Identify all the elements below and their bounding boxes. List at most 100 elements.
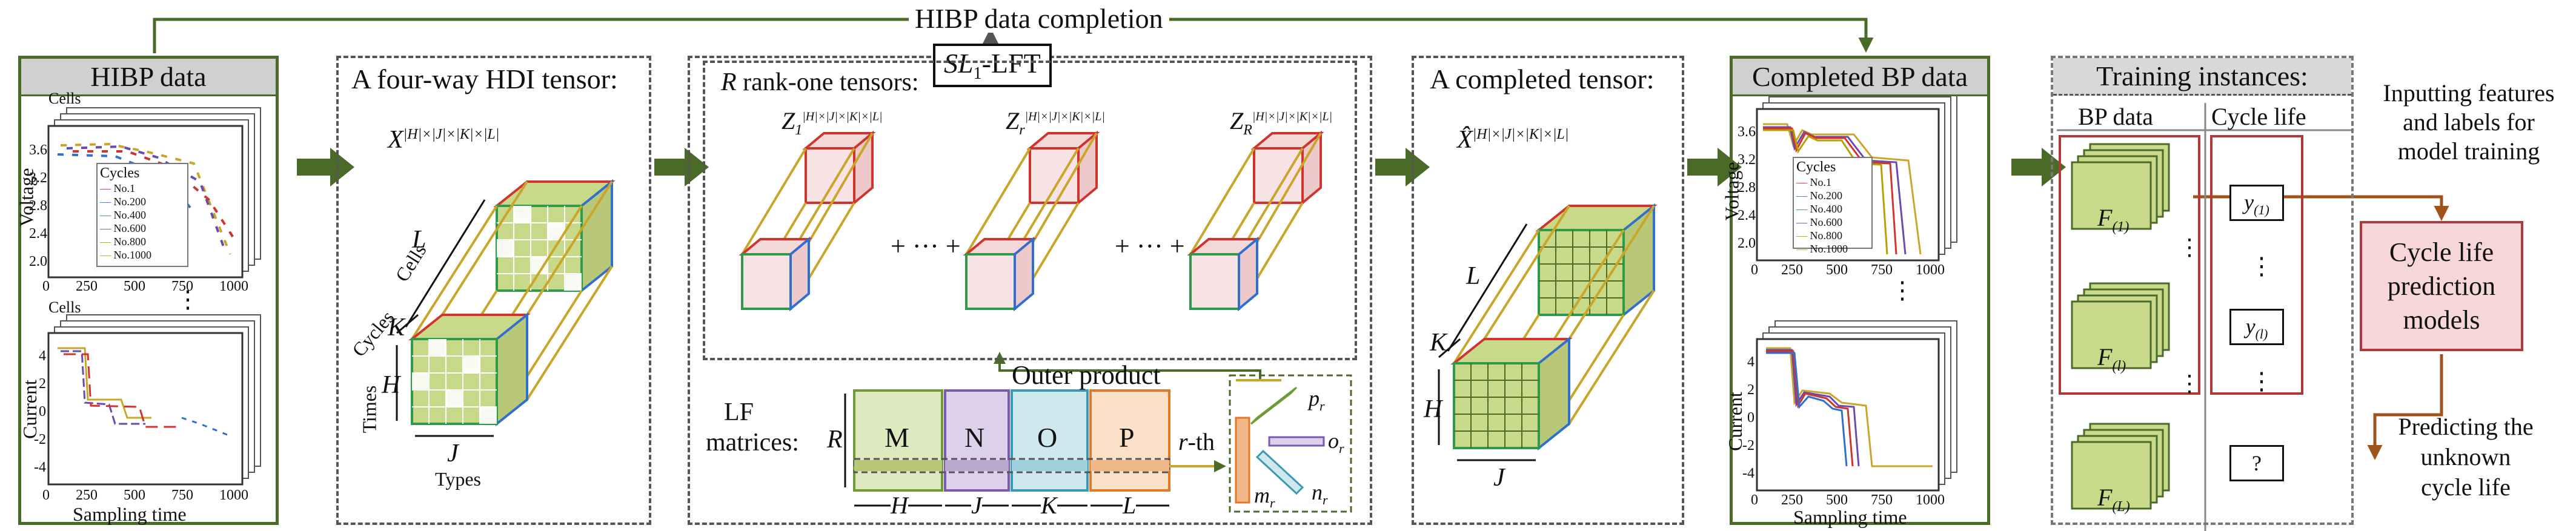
nr-label: nr	[1312, 480, 1328, 508]
xtick: 1000	[1916, 492, 1945, 508]
xtick: 0	[1751, 262, 1758, 278]
fL-label: F(L)	[2097, 484, 2130, 515]
training-col-bp: BP data	[2078, 103, 2154, 130]
legend-item: — No.800	[1796, 229, 1842, 242]
legend-item: — No.1000	[1796, 243, 1848, 255]
J-axis-label: J	[447, 440, 459, 467]
matrix-O: O	[1037, 422, 1058, 453]
xtick: 1000	[219, 487, 248, 503]
front-cube	[408, 312, 531, 427]
legend-item: — No.200	[100, 196, 146, 208]
input-note: Inputting features and labels for model …	[2366, 79, 2572, 166]
J-dim-label: J	[971, 492, 982, 519]
xtick: 750	[1871, 492, 1893, 508]
completed-bp-panel: Completed BP data	[1730, 56, 1990, 525]
ctick: 0	[39, 404, 46, 420]
ct-L-label: L	[1466, 262, 1481, 290]
xtick: 500	[124, 487, 145, 503]
xtick: 250	[76, 487, 98, 503]
legend-item: — No.400	[1796, 203, 1842, 215]
f1-label: F(1)	[2097, 204, 2130, 235]
xtick: 750	[1871, 262, 1893, 278]
f-dots: ⋮	[2178, 235, 2201, 260]
ct-K-label: K	[1430, 329, 1447, 357]
lf-matrices-label-2: matrices:	[706, 429, 799, 457]
note-line: cycle life	[2421, 473, 2511, 501]
xtick: 250	[1781, 492, 1803, 508]
ctick: 2	[1747, 382, 1754, 398]
L-dim-label: L	[1123, 492, 1137, 519]
H-axis-label: H	[382, 371, 400, 399]
ctick: -2	[1742, 438, 1754, 453]
vtick: 3.2	[29, 170, 47, 186]
bp-xticks-c: 0 250 500 750 1000	[1751, 492, 1945, 509]
completed-tensor-graphic	[1438, 203, 1658, 461]
predict-arrow	[2367, 354, 2443, 460]
completed-tensor-title: A completed tensor:	[1430, 64, 1655, 94]
vtick: 2.0	[29, 254, 47, 269]
xtick: 500	[124, 279, 145, 294]
z1-graphic	[739, 130, 876, 312]
bp-cticks: 4 2 0 -2 -4	[1738, 348, 1754, 487]
ctick: -2	[34, 432, 46, 447]
pr-label: pr	[1309, 386, 1325, 414]
K-dim-label: K	[1041, 492, 1057, 519]
ct-J-label: J	[1493, 464, 1505, 492]
training-bp-group	[2059, 135, 2200, 395]
legend-item: — No.1	[100, 182, 135, 194]
y-dots-2: ⋮	[2249, 368, 2274, 395]
legend-item: — No.1	[1796, 176, 1831, 188]
or-label: or	[1328, 429, 1344, 457]
ctick: 4	[39, 348, 46, 364]
H-dim-label: H	[891, 492, 908, 519]
K-axis-label: K	[388, 314, 405, 341]
hdi-tensor-title: A four-way HDI tensor:	[351, 64, 618, 94]
matrix-M: M	[885, 422, 909, 453]
training-life-group	[2210, 135, 2303, 395]
hibp-current-chart	[47, 314, 261, 486]
bp-xlabel: Sampling time	[1793, 506, 1907, 528]
lf-matrices	[844, 389, 1226, 507]
plus-dots-2: + ··· +	[1115, 231, 1185, 261]
feature-stacks	[2071, 143, 2170, 510]
xtick: 1000	[219, 279, 248, 294]
lft-badge: SL1-LFT	[933, 44, 1052, 88]
bp-voltage-chart	[1756, 90, 1957, 262]
ctick: 4	[1747, 354, 1754, 370]
bp-vticks: 3.6 3.2 2.8 2.4 2.0	[1734, 118, 1756, 257]
f1-stack	[2071, 143, 2170, 230]
ctick: -4	[34, 460, 46, 475]
ctick: -4	[1742, 466, 1754, 481]
training-panel: Training instances:	[2051, 56, 2354, 525]
note-line: Predicting the	[2398, 413, 2534, 440]
y-dots: ⋮	[2249, 252, 2274, 280]
vtick: 3.6	[29, 142, 47, 158]
top-title: HIBP data completion	[909, 5, 1169, 33]
ct-H-label: H	[1424, 395, 1442, 423]
xtick: 500	[1826, 262, 1848, 278]
vtick: 2.4	[29, 226, 47, 242]
vtick: 2.0	[1738, 236, 1756, 251]
hibp-legend: Cycles — No.1 — No.200 — No.400 — No.600…	[100, 165, 185, 262]
outer-product-label: Outer product	[1012, 360, 1161, 390]
fl-stack	[2071, 282, 2170, 369]
rth-label: r-th	[1178, 428, 1215, 455]
vtick: 2.8	[29, 198, 47, 214]
bp-xticks-v: 0 250 500 750 1000	[1751, 262, 1945, 279]
times-axis-label: Times	[358, 385, 380, 434]
xtick: 500	[1826, 492, 1848, 508]
y1-box: y(1)	[2229, 185, 2284, 221]
hibp-xticks-c: 0 250 500 750 1000	[42, 487, 248, 504]
matrix-P: P	[1119, 422, 1135, 453]
hdi-tensor-graphic	[396, 179, 616, 437]
hdi-tensor-panel	[336, 56, 651, 525]
hibp-data-panel: HIBP data	[18, 56, 279, 525]
model-line: Cycle life	[2389, 237, 2494, 267]
fL-stack	[2071, 423, 2170, 510]
hibp-cticks: 4 2 0 -2 -4	[29, 342, 46, 481]
legend-title: Cycles	[1796, 159, 1836, 175]
L-axis-label: L	[412, 226, 427, 254]
mr-label: mr	[1254, 483, 1275, 511]
plus-dots-1: + ··· +	[891, 231, 961, 261]
